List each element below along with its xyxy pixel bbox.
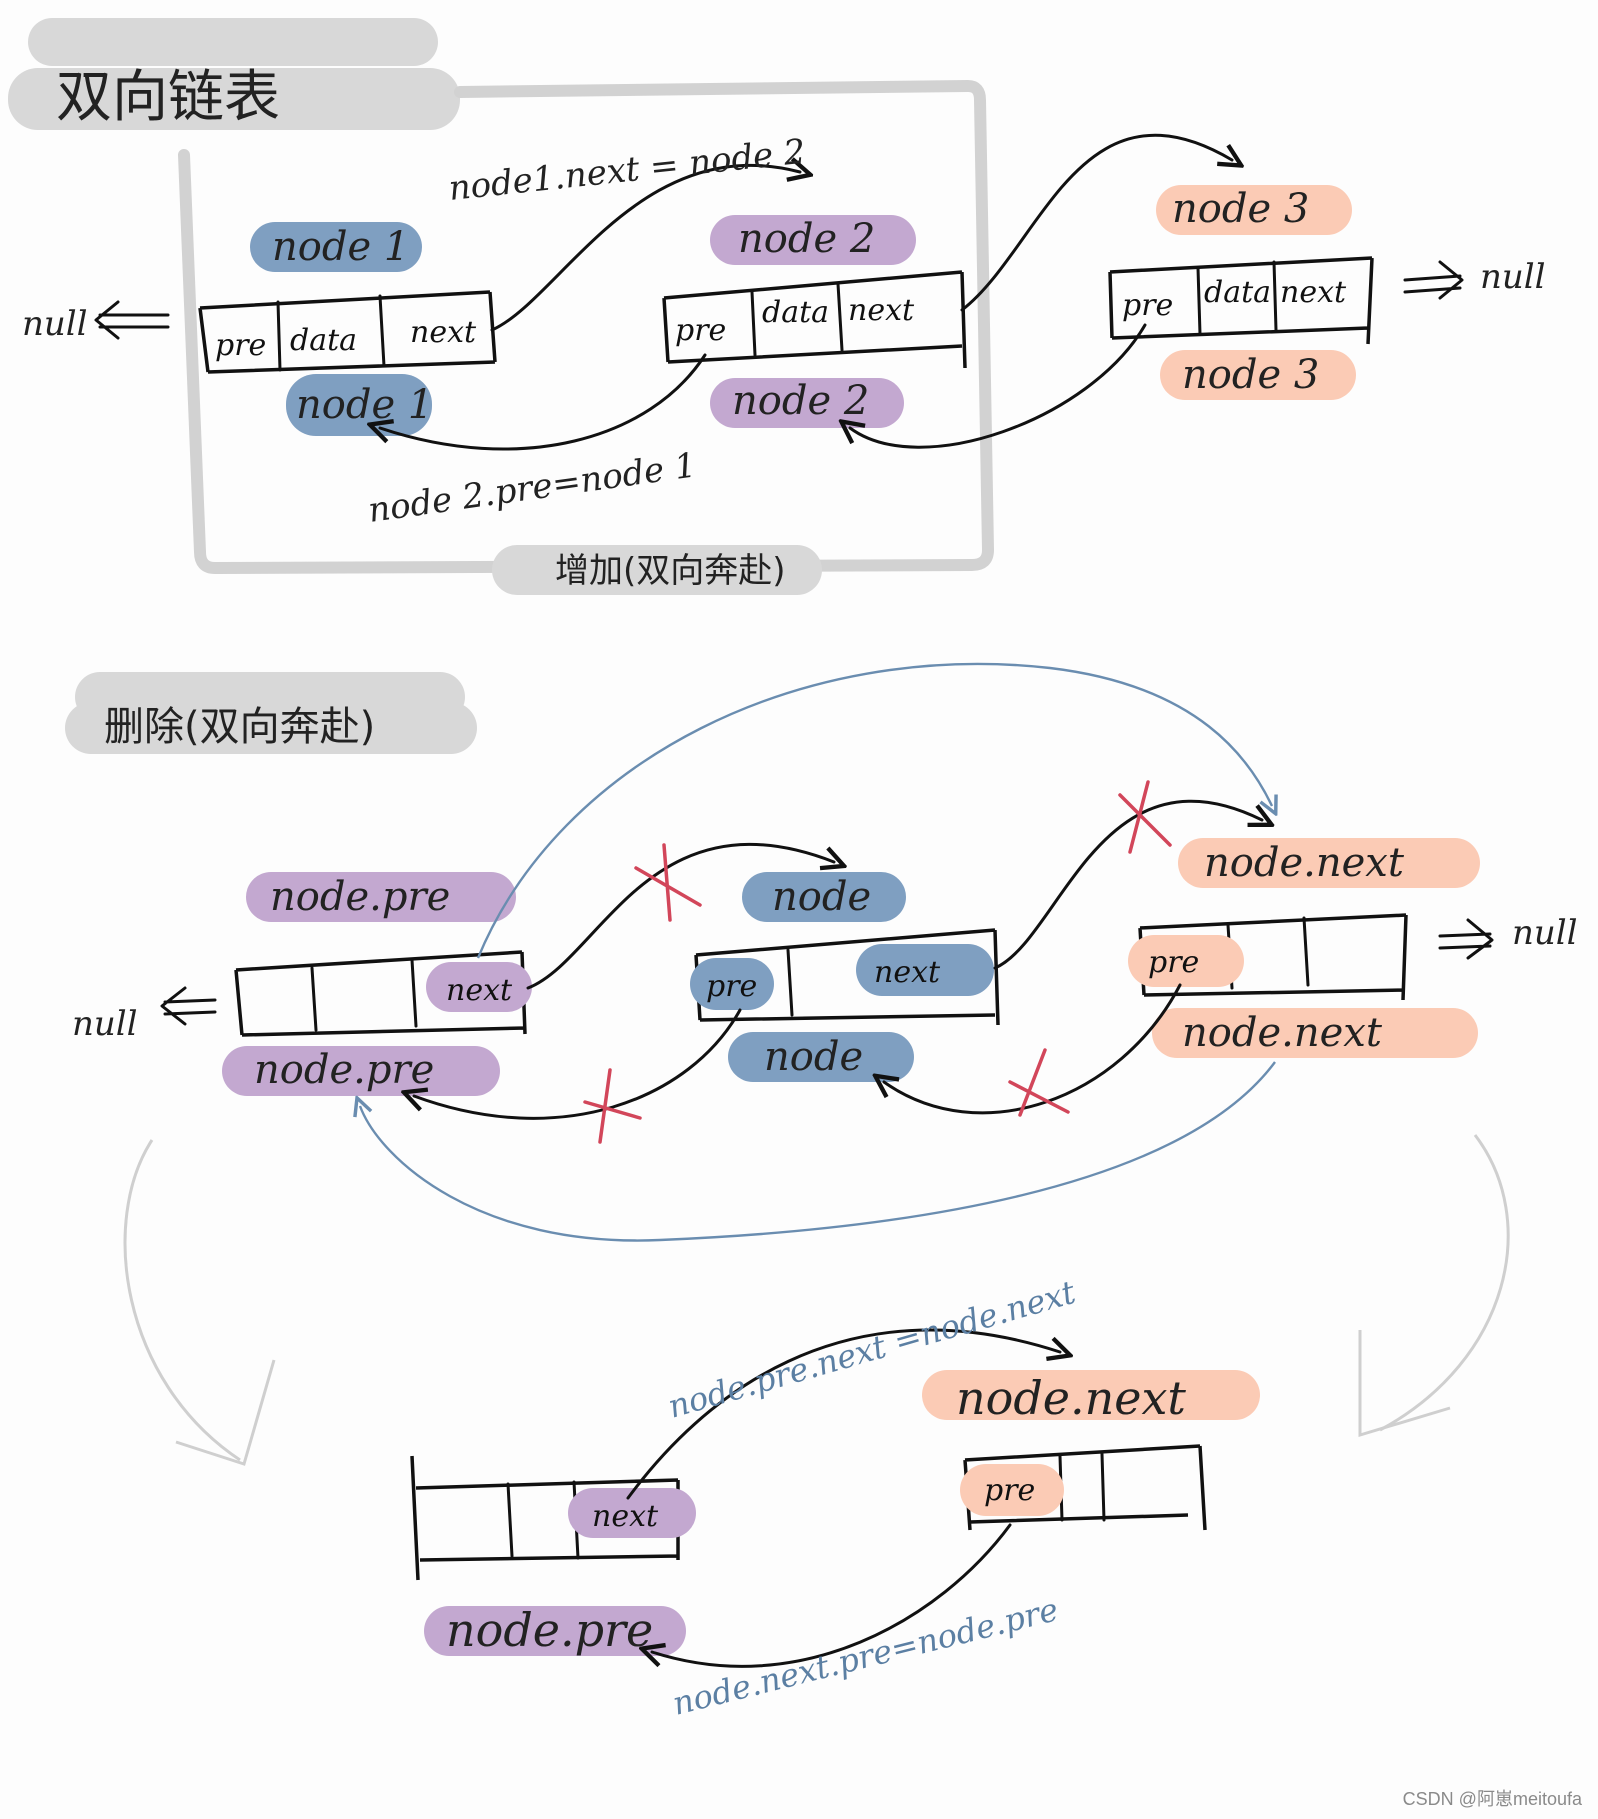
node1-cell-data: data bbox=[290, 323, 357, 358]
node3-cell-data: data bbox=[1204, 275, 1271, 310]
del-node-cell-next: next bbox=[874, 955, 941, 990]
node2-cell-data: data bbox=[762, 295, 829, 330]
transition-arrow-left bbox=[123, 1139, 241, 1462]
node3-bottom-label: node 3 bbox=[1182, 352, 1319, 398]
null-right-add: null bbox=[1480, 257, 1546, 297]
label-result-pre: node.next.pre=node.pre bbox=[669, 1590, 1062, 1723]
arrow-del-node-next bbox=[993, 799, 1262, 970]
del-node-bottom-pill bbox=[728, 1032, 914, 1082]
watermark: CSDN @阿崽meitoufa bbox=[1402, 1789, 1582, 1809]
delete-section-label: 删除(双向奔赴) bbox=[104, 704, 375, 750]
node2-cell-next: next bbox=[848, 293, 915, 328]
result-arrow-next bbox=[626, 1328, 1060, 1500]
result-pre-cell-next: next bbox=[592, 1499, 659, 1534]
diagram-title: 双向链表 bbox=[56, 65, 280, 130]
node3-top-pill bbox=[1156, 185, 1352, 235]
node2-bottom-label: node 2 bbox=[732, 378, 869, 424]
del-next-top-pill bbox=[1178, 838, 1480, 888]
result-pre-pill bbox=[424, 1606, 686, 1656]
del-node-next-pill bbox=[856, 944, 994, 996]
node1-bottom-label: node 1 bbox=[296, 382, 433, 428]
arrow-node1-next bbox=[490, 165, 800, 332]
node3-bottom-pill bbox=[1160, 350, 1356, 400]
del-node-cell-pre: pre bbox=[706, 969, 757, 1004]
node3-box: pre data next bbox=[1108, 256, 1374, 345]
result-next-pill bbox=[922, 1370, 1260, 1420]
x-mark-4 bbox=[1008, 1048, 1070, 1117]
del-next-bottom-pill bbox=[1152, 1008, 1478, 1058]
blue-arrow-next-to-pre bbox=[360, 1061, 1276, 1242]
label-node2-pre: node 2.pre=node 1 bbox=[366, 445, 699, 531]
result-pre-label: node.pre bbox=[446, 1603, 653, 1657]
transition-arrow-right bbox=[1379, 1134, 1510, 1432]
node2-cell-pre: pre bbox=[675, 313, 726, 348]
node3-cell-pre: pre bbox=[1122, 288, 1173, 323]
result-pre-next-pill bbox=[568, 1488, 696, 1538]
del-node-bottom-label: node bbox=[764, 1034, 863, 1080]
result-next-box: pre bbox=[960, 1444, 1207, 1531]
del-pre-bottom-label: node.pre bbox=[254, 1047, 434, 1093]
transition-arrowhead-left bbox=[175, 1359, 276, 1466]
null-arrow-right-add bbox=[1403, 260, 1464, 300]
del-pre-cell-next: next bbox=[446, 973, 513, 1008]
label-node1-next: node1.next = node 2 bbox=[447, 132, 808, 209]
del-next-cell-pre: pre bbox=[1148, 945, 1199, 980]
node1-bottom-pill bbox=[286, 374, 432, 436]
null-left-add: null bbox=[22, 304, 88, 344]
node1-cell-next: next bbox=[410, 315, 477, 350]
del-pre-next-pill bbox=[426, 962, 532, 1012]
x-mark-3 bbox=[583, 1068, 642, 1144]
null-arrow-right-del bbox=[1438, 918, 1494, 960]
del-next-box: pre bbox=[1128, 913, 1408, 1001]
transition-arrowhead-right bbox=[1358, 1330, 1451, 1438]
del-pre-top-label: node.pre bbox=[270, 874, 450, 920]
node2-top-pill bbox=[710, 215, 916, 265]
del-node-box: pre next bbox=[690, 928, 1000, 1026]
arrow-node2-next bbox=[960, 133, 1232, 312]
result-arrow-pre bbox=[652, 1523, 1012, 1668]
add-section-label: 增加(双向奔赴) bbox=[555, 551, 786, 591]
del-pre-bottom-pill bbox=[222, 1046, 500, 1096]
node2-top-label: node 2 bbox=[738, 216, 875, 262]
result-next-label: node.next bbox=[956, 1371, 1186, 1425]
result-next-cell-pre: pre bbox=[984, 1473, 1035, 1508]
node3-cell-next: next bbox=[1280, 275, 1347, 310]
arrow-node3-pre bbox=[850, 323, 1147, 449]
blue-arrow-pre-to-next bbox=[476, 662, 1272, 959]
node1-top-pill bbox=[250, 222, 422, 272]
del-pre-top-pill bbox=[246, 872, 516, 922]
node3-top-label: node 3 bbox=[1172, 186, 1309, 232]
node1-box: pre data next bbox=[198, 290, 497, 374]
node2-box: pre data next bbox=[662, 270, 967, 369]
del-node-top-pill bbox=[742, 872, 906, 922]
x-mark-2 bbox=[1118, 780, 1172, 854]
delete-section-badge: 删除(双向奔赴) bbox=[65, 672, 477, 754]
node2-bottom-pill bbox=[710, 378, 904, 428]
null-left-del: null bbox=[72, 1004, 138, 1044]
null-arrow-left-add bbox=[94, 300, 170, 340]
title-badge: 双向链表 bbox=[8, 18, 460, 130]
del-pre-box: next bbox=[234, 950, 532, 1037]
del-node-pre-pill bbox=[690, 958, 774, 1010]
add-section-badge: 增加(双向奔赴) bbox=[492, 545, 822, 595]
result-pre-box: next bbox=[410, 1455, 696, 1581]
arrow-del-node-pre bbox=[414, 1008, 742, 1120]
node1-top-label: node 1 bbox=[272, 224, 409, 270]
del-node-top-label: node bbox=[772, 874, 871, 920]
del-next-pre-pill bbox=[1128, 935, 1244, 987]
add-section-frame bbox=[178, 79, 995, 575]
arrow-node2-pre bbox=[380, 353, 707, 451]
null-arrow-left-del bbox=[160, 986, 217, 1026]
node1-cell-pre: pre bbox=[215, 328, 266, 363]
del-next-bottom-label: node.next bbox=[1182, 1010, 1383, 1056]
del-next-top-label: node.next bbox=[1204, 840, 1405, 886]
x-mark-1 bbox=[634, 843, 702, 922]
arrow-del-pre-next bbox=[526, 842, 834, 990]
result-next-pre-pill bbox=[960, 1464, 1064, 1516]
null-right-del: null bbox=[1512, 913, 1578, 953]
